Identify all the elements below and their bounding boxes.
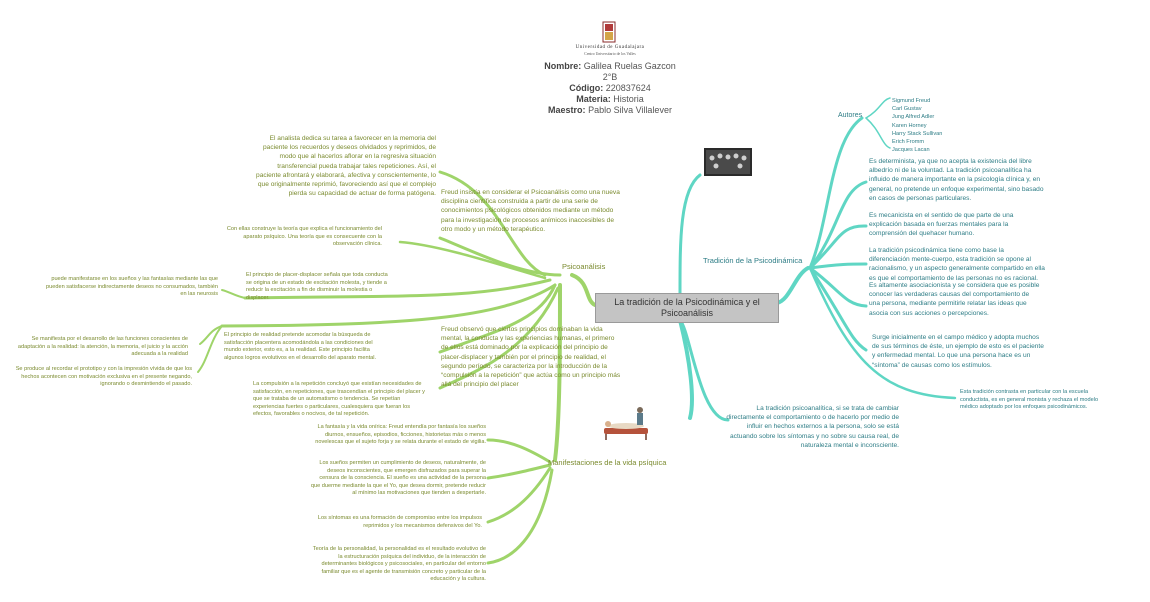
maestro-value: Pablo Silva Villalever (588, 105, 672, 115)
materia-label: Materia: (576, 94, 611, 104)
codigo-line: Código: 220837624 (520, 83, 700, 93)
branch-analista (438, 170, 547, 277)
logo-subtitle: Centro Universitario de los Valles (584, 52, 636, 56)
codigo-value: 220837624 (605, 83, 651, 93)
branch-freud-observo (438, 283, 557, 354)
psicoanalisis-main-text[interactable]: Freud insistía en considerar el Psicoaná… (441, 189, 620, 233)
materia-line: Materia: Historia (520, 94, 700, 104)
autor-item[interactable]: Erich Fromm (892, 139, 925, 146)
branch-compulsion (438, 286, 560, 390)
psychoanalysts-photo (704, 148, 752, 176)
desarrollo-text[interactable]: Se manifiesta por el desarrollo de las f… (17, 336, 188, 358)
tradicion-psicoanalitica-text[interactable]: La tradición psicoanalítica, si se trata… (726, 405, 899, 449)
materia-value: Historia (613, 94, 644, 104)
suenos-fantasias-text[interactable]: puede manifestarse en los sueños y las f… (46, 276, 218, 298)
autor-item[interactable]: Sigmund Freud (892, 98, 931, 104)
autor-item[interactable]: Karen Horney (892, 122, 927, 129)
central-topic-text: La tradición de la Psicodinámica y el Ps… (614, 297, 760, 318)
compulsion-text[interactable]: La compulsión a la repetición concluyó q… (253, 381, 425, 418)
branch-asociacionista (808, 266, 868, 308)
branch-contrasta (808, 266, 957, 400)
nombre-value: Galilea Ruelas Gazcon (583, 61, 676, 71)
branch-fantasia (486, 438, 552, 464)
branch-realidad-sub2 (197, 325, 223, 373)
asociacionista-text[interactable]: Es altamente asociacionista y se conside… (869, 282, 1040, 317)
therapy-couch-illustration (600, 398, 656, 442)
logo-title: Universidad de Guadalajara (575, 45, 645, 50)
teoria-text[interactable]: Con ellas construye la teoría que explic… (226, 226, 382, 248)
represion-text[interactable]: Se produce al recordar el prototipo y co… (15, 366, 192, 388)
branch-placer (243, 278, 552, 300)
branch-realidad (220, 283, 557, 328)
placer-displacer-text[interactable]: El principio de placer-displacer señala … (246, 272, 388, 301)
nombre-line: Nombre: Galilea Ruelas Gazcon (520, 61, 700, 71)
branch-diferenciacion (808, 262, 868, 270)
diferenciacion-text[interactable]: La tradición psicodinámica tiene como ba… (869, 247, 1045, 282)
autores-list: Sigmund Freud Carl Gustav Jung Alfred Ad… (892, 97, 942, 154)
freud-observo-text[interactable]: Freud observó que ciertos principios dom… (441, 326, 621, 389)
autor-item[interactable]: Jung Alfred Adler (892, 114, 935, 121)
branch-center-psicoanalisis (570, 273, 597, 307)
branch-autores (808, 116, 864, 270)
branch-autores-list (865, 97, 891, 119)
determinista-text[interactable]: Es determinista, ya que no acepta la exi… (869, 158, 1044, 202)
autor-item[interactable]: Jacques Lacan (892, 147, 930, 154)
psicoanalisis-label[interactable]: Psicoanálisis (562, 262, 606, 271)
maestro-label: Maestro: (548, 105, 586, 115)
central-topic-node[interactable]: La tradición de la Psicodinámica y el Ps… (595, 293, 779, 323)
branch-autores-list-2 (865, 117, 891, 149)
branch-sintomas (486, 466, 552, 524)
grupo: 2°B (602, 72, 618, 82)
personalidad-text[interactable]: Teoría de la personalidad, la personalid… (312, 546, 486, 583)
branch-personalidad (486, 468, 554, 565)
branch-psicoanalitica (678, 318, 730, 422)
branch-suenos (486, 463, 552, 480)
autor-item[interactable]: Harry Stack Sullivan (892, 130, 943, 137)
tradicion-label[interactable]: Tradición de la Psicodinámica (703, 256, 803, 265)
branch-center-manifestaciones (553, 283, 562, 462)
branch-center-photo (678, 173, 702, 295)
branch-mecanicista (808, 224, 868, 270)
branch-realidad-sub1 (199, 325, 223, 345)
branch-teoria (398, 240, 547, 280)
mecanicista-text[interactable]: Es mecanicista en el sentido de que part… (869, 212, 1014, 238)
analista-text[interactable]: El analista dedica su tarea a favorecer … (256, 135, 436, 198)
campo-medico-text[interactable]: Surge inicialmente en el campo médico y … (872, 334, 1044, 369)
nombre-label: Nombre: (544, 61, 582, 71)
maestro-line: Maestro: Pablo Silva Villalever (520, 105, 700, 115)
suenos-deseos-text[interactable]: Los sueños permiten un cumplimiento de d… (310, 460, 486, 497)
university-logo (602, 21, 616, 43)
contrasta-text[interactable]: Esta tradición contrasta en particular c… (960, 389, 1099, 411)
codigo-label: Código: (569, 83, 604, 93)
sintomas-text[interactable]: Los síntomas es una formación de comprom… (317, 515, 482, 529)
realidad-text[interactable]: El principio de realidad pretende acomod… (224, 332, 377, 361)
branch-campo-medico (808, 266, 868, 352)
autor-item[interactable]: Carl Gustav (892, 106, 922, 113)
branch-placer-sub (221, 289, 246, 299)
branch-determinista (808, 180, 868, 270)
manifestaciones-label[interactable]: Manifestaciones de la vida psíquica (548, 458, 667, 467)
branch-psicoanalisis-to-main (438, 236, 562, 277)
branch-center-bottom (678, 318, 694, 420)
branch-center-tradicion (775, 266, 810, 305)
autores-label[interactable]: Autores (838, 112, 863, 119)
fantasia-text[interactable]: La fantasía y la vida onírica: Freud ent… (315, 424, 486, 446)
